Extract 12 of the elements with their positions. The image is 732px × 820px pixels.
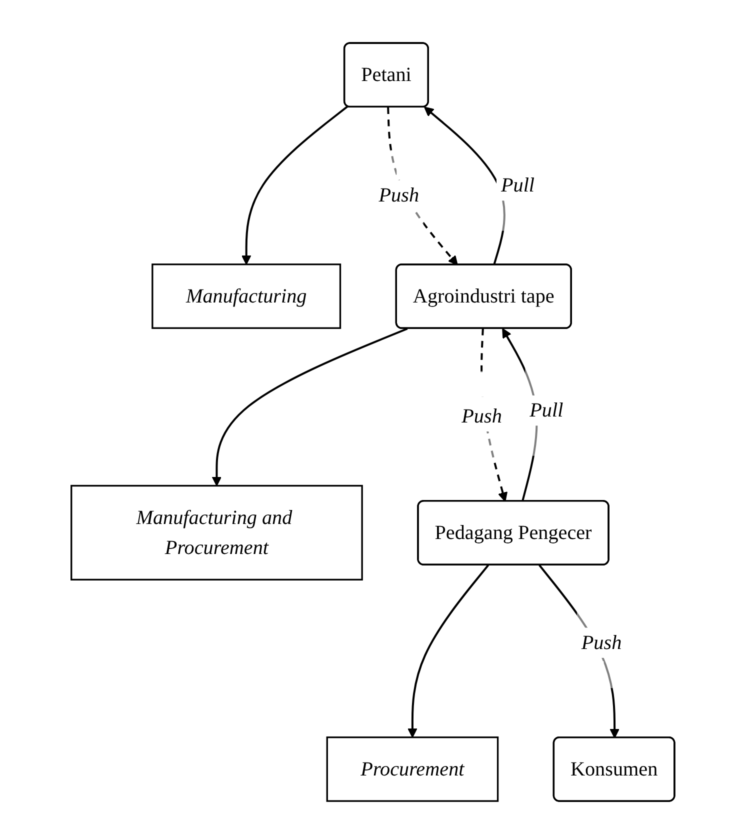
node-box: Procurement <box>326 736 498 802</box>
node-box: Manufacturing and Procurement <box>70 484 363 580</box>
arrow <box>407 564 489 738</box>
arrow <box>424 106 506 266</box>
edge-label: Push <box>378 184 419 206</box>
edge-label: Pull <box>500 174 534 196</box>
node-box: Manufacturing <box>151 264 341 329</box>
arrow <box>241 106 348 265</box>
edge-label: Push <box>461 404 502 428</box>
edge-label: Pull <box>529 398 563 422</box>
arrow <box>212 328 408 486</box>
edge-label: Push <box>581 631 622 654</box>
